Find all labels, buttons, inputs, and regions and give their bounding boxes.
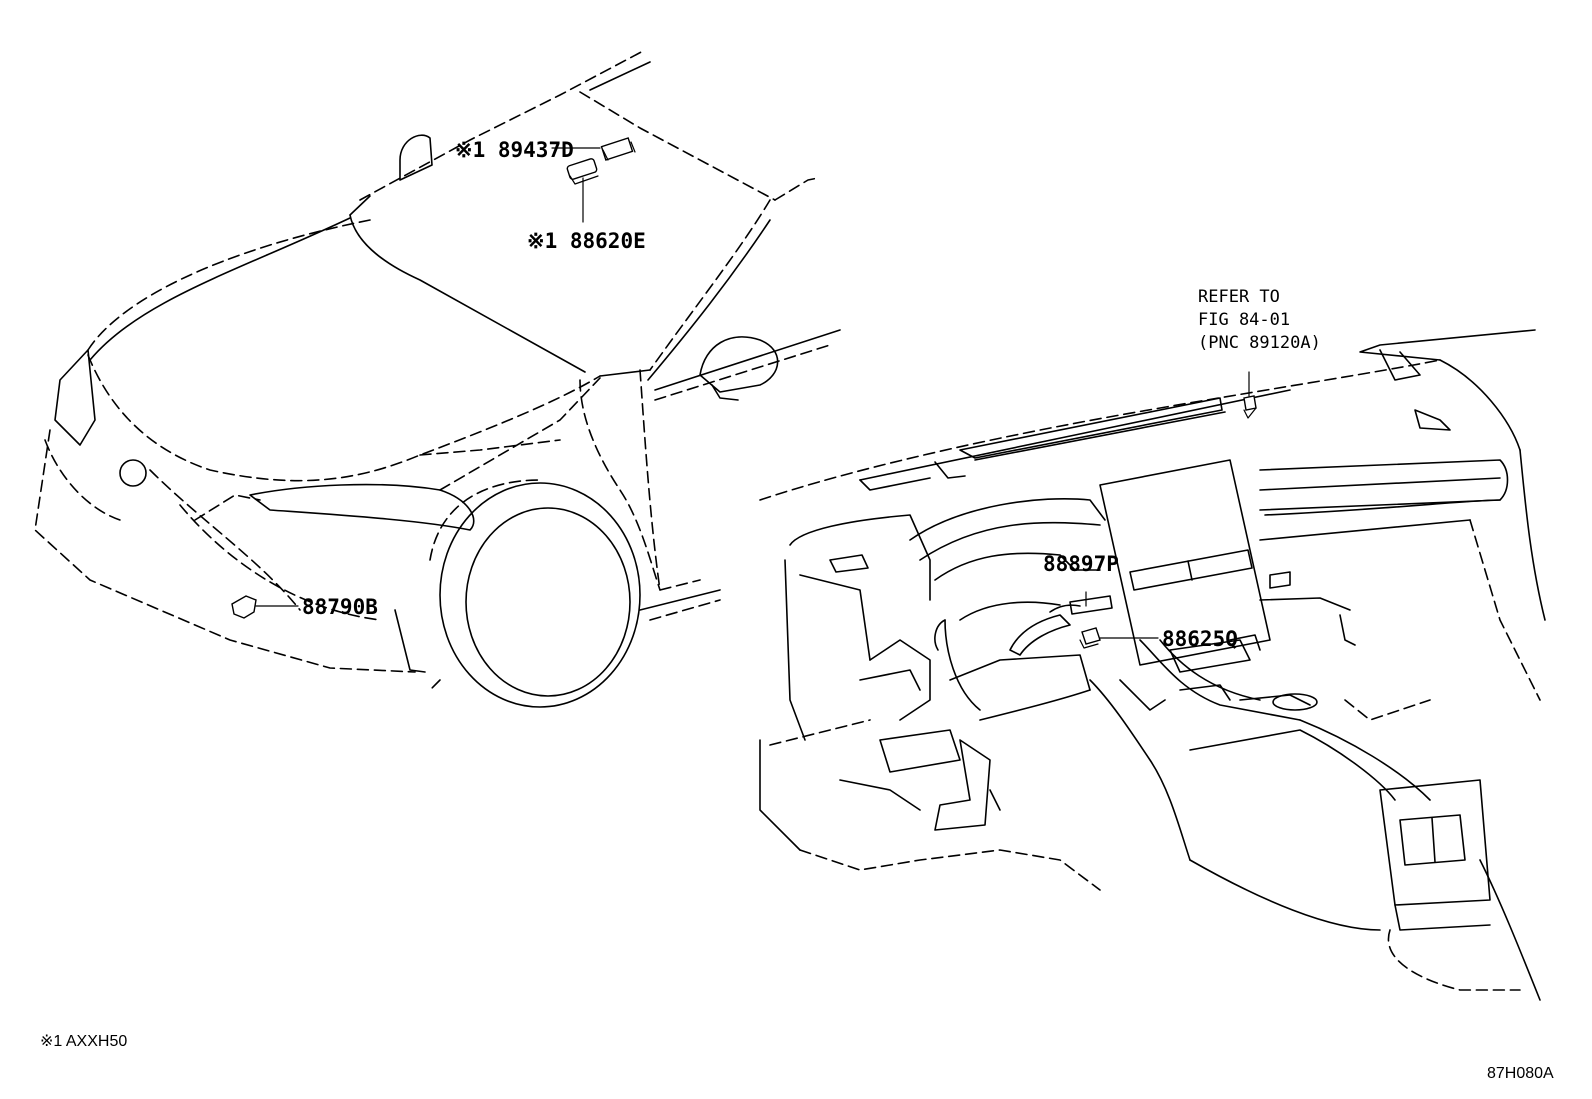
callout-88625q: 88625Q [1162,627,1238,651]
part-88790b [231,595,257,619]
refer-note-line-2: FIG 84-01 [1198,310,1290,330]
part-88625q [1081,627,1101,645]
refer-note-line-3: (PNC 89120A) [1198,333,1321,353]
callout-88620e: ※1 88620E [527,229,646,253]
callout-88897p: 88897P [1043,552,1119,576]
figure-code: 87H080A [1487,1065,1554,1082]
callout-89437d: ※1 89437D [455,138,574,162]
part-88620e [566,158,598,180]
refer-note-line-1: REFER TO [1198,287,1280,307]
interior-drawing [759,329,1546,1001]
part-89437d [600,137,634,161]
refer-note: REFER TO FIG 84-01 (PNC 89120A) [1198,287,1321,353]
callout-88790b: 88790B [302,595,378,619]
footnote: ※1 AXXH50 [40,1033,127,1050]
car-exterior-drawing [34,49,841,708]
part-89120a [1243,395,1257,411]
